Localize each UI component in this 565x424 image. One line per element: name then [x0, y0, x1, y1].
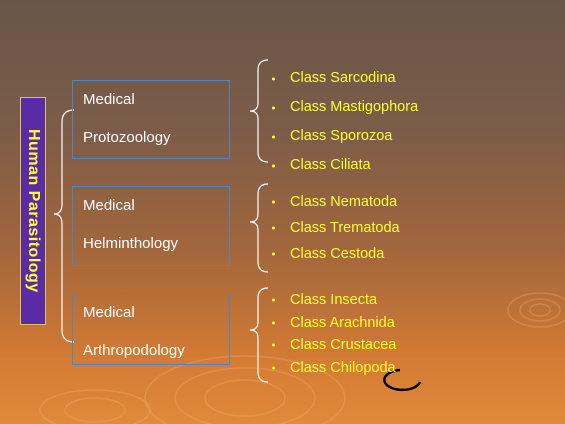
root-brace — [54, 110, 74, 342]
class-list-helminthology: Class Nematoda Class Trematoda Class Ces… — [270, 189, 400, 267]
list-item: Class Crustacea — [270, 334, 396, 357]
list-item: Class Mastigophora — [270, 93, 418, 122]
list-item: Class Sarcodina — [270, 64, 418, 93]
branch-line1: Medical — [83, 294, 229, 332]
branch-box-arthropodology: Medical Arthropodology — [72, 293, 230, 365]
branch-line2: Helminthology — [83, 225, 229, 263]
list-item: Class Arachnida — [270, 312, 396, 335]
class-list-arthropodology: Class Insecta Class Arachnida Class Crus… — [270, 289, 396, 379]
list-item: Class Nematoda — [270, 189, 400, 215]
brace-protozoology — [250, 60, 268, 162]
list-item: Class Cestoda — [270, 241, 400, 267]
class-list-protozoology: Class Sarcodina Class Mastigophora Class… — [270, 64, 418, 180]
brace-arthropodology — [250, 288, 268, 382]
branch-line1: Medical — [83, 187, 229, 225]
list-item: Class Sporozoa — [270, 122, 418, 151]
branch-line2: Protozoology — [83, 119, 229, 157]
branch-box-helminthology: Medical Helminthology — [72, 186, 230, 266]
branch-line1: Medical — [83, 81, 229, 119]
brace-helminthology — [250, 184, 268, 272]
list-item: Class Trematoda — [270, 215, 400, 241]
branch-box-protozoology: Medical Protozoology — [72, 80, 230, 159]
branch-line2: Arthropodology — [83, 332, 229, 370]
list-item: Class Ciliata — [270, 151, 418, 180]
list-item: Class Chilopoda — [270, 357, 396, 380]
list-item: Class Insecta — [270, 289, 396, 312]
